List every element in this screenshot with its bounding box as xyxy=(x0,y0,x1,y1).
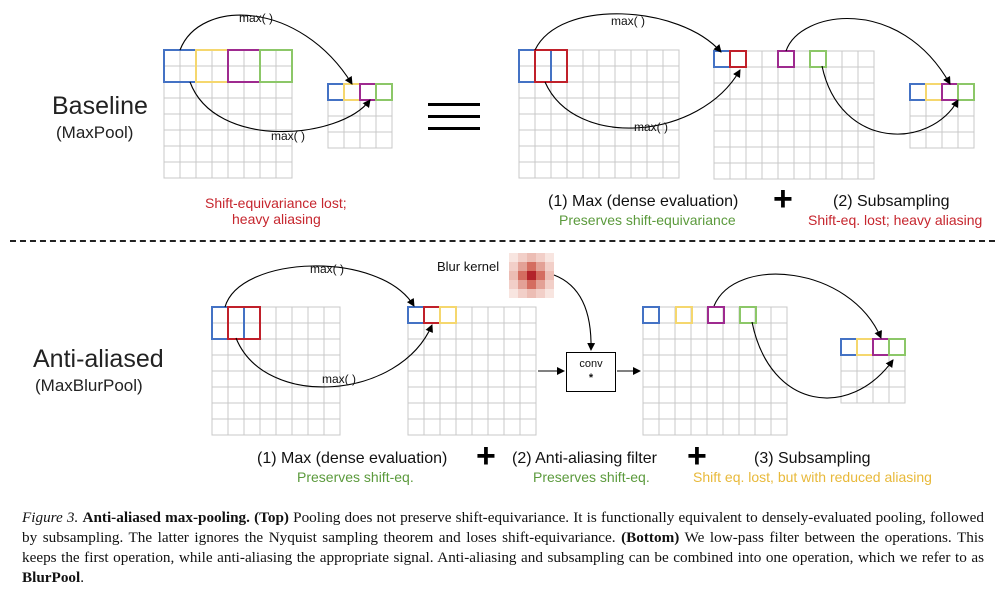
caption-text-1: Pooling does not preserve shift-equivari… xyxy=(22,509,985,546)
bottom-stage2-label: (2) Anti-aliasing filter xyxy=(512,450,657,467)
caption-end: . xyxy=(80,569,85,586)
grid-blurred-bottom xyxy=(642,306,788,436)
grid-dense-output-top xyxy=(713,50,875,180)
dense-out-red xyxy=(729,50,747,68)
max-label-3: max( ) xyxy=(611,14,645,28)
bottom-stage3-label: (3) Subsampling xyxy=(754,450,871,467)
max-label-2: max( ) xyxy=(271,129,305,143)
blur-kernel-label: Blur kernel xyxy=(437,259,500,274)
conv-box: conv * xyxy=(566,352,616,392)
dense-window-red xyxy=(534,49,568,83)
blur-kernel-grid xyxy=(509,253,554,298)
kernel-cell xyxy=(536,253,545,262)
kernel-cell xyxy=(536,289,545,298)
grid-dense-input-top xyxy=(518,49,680,179)
blur-magenta xyxy=(707,306,725,324)
arrow-subsample-top-2 xyxy=(821,65,959,135)
kernel-cell xyxy=(509,253,518,262)
section-divider xyxy=(10,240,995,242)
arrow-max-top-1 xyxy=(179,14,353,85)
kernel-cell xyxy=(545,271,554,280)
max-label-1: max( ) xyxy=(239,11,273,25)
top-stage1-note: Preserves shift-equivariance xyxy=(559,212,736,228)
figure-diagram xyxy=(163,13,975,436)
top-plus: + xyxy=(773,180,793,218)
kernel-cell xyxy=(509,289,518,298)
bottom-stage1-label: (1) Max (dense evaluation) xyxy=(257,450,448,467)
arrow-max-top-2 xyxy=(189,81,371,133)
arrow-max-bottom-1 xyxy=(224,265,415,308)
anti-aliased-sub-label: (MaxBlurPool) xyxy=(35,376,143,395)
bottom-stage2-note: Preserves shift-eq. xyxy=(533,469,650,485)
arrow-subsample-bottom xyxy=(713,273,882,339)
out-green xyxy=(375,83,393,101)
arrow-max-top-4 xyxy=(544,69,741,129)
kernel-cell xyxy=(518,280,527,289)
caption-bottom-tag: (Bottom) xyxy=(621,529,680,546)
kernel-cell xyxy=(527,280,536,289)
baseline-sub-label: (MaxPool) xyxy=(56,123,134,142)
top-stage2-note: Shift-eq. lost; heavy aliasing xyxy=(808,212,983,228)
kernel-cell xyxy=(536,262,545,271)
caption-top-tag: (Top) xyxy=(254,509,289,526)
anti-aliased-label: Anti-aliased xyxy=(33,345,164,373)
arrow-max-bottom-2 xyxy=(235,324,433,388)
kernel-cell xyxy=(527,271,536,280)
top-stage2-label: (2) Subsampling xyxy=(833,193,950,210)
bottom-window-red xyxy=(227,306,261,340)
kernel-cell xyxy=(545,280,554,289)
sub-green xyxy=(957,83,975,101)
top-left-note-1: Shift-equivariance lost; xyxy=(205,195,347,211)
max-label-5: max( ) xyxy=(310,262,344,276)
kernel-cell xyxy=(527,262,536,271)
bsub-green xyxy=(888,338,906,356)
conv-label: conv xyxy=(579,358,603,370)
bottom-stage3-note: Shift eq. lost, but with reduced aliasin… xyxy=(693,469,932,485)
caption-blurpool: BlurPool xyxy=(22,569,81,586)
kernel-cell xyxy=(509,280,518,289)
bottom-plus-2: + xyxy=(687,437,707,475)
bottom-plus-1: + xyxy=(476,437,496,475)
caption-title: Anti-aliased max-pooling. xyxy=(82,509,250,526)
conv-operator: * xyxy=(588,372,594,384)
blur-yellow xyxy=(675,306,693,324)
kernel-cell xyxy=(536,271,545,280)
grid-input-bottom xyxy=(211,306,341,436)
bottom-dense-yellow xyxy=(439,306,457,324)
kernel-cell xyxy=(536,280,545,289)
blur-green xyxy=(739,306,757,324)
kernel-cell xyxy=(518,253,527,262)
caption-text-2: We low-pass filter between the operation… xyxy=(22,529,984,566)
kernel-cell xyxy=(545,253,554,262)
grid-subsampled-top xyxy=(909,83,975,149)
kernel-cell xyxy=(545,262,554,271)
baseline-label: Baseline xyxy=(52,92,148,120)
kernel-cell xyxy=(545,289,554,298)
grid-dense-bottom xyxy=(407,306,537,436)
bottom-stage1-note: Preserves shift-eq. xyxy=(297,469,414,485)
top-stage1-label: (1) Max (dense evaluation) xyxy=(548,193,739,210)
kernel-cell xyxy=(509,271,518,280)
figure-caption: Figure 3. Anti-aliased max-pooling. (Top… xyxy=(22,508,984,588)
kernel-cell xyxy=(527,289,536,298)
kernel-cell xyxy=(527,253,536,262)
max-label-4: max( ) xyxy=(634,120,668,134)
arrow-subsample-bottom-2 xyxy=(751,321,894,399)
arrow-subsample-top xyxy=(785,18,951,85)
grid-input-top xyxy=(163,49,293,179)
kernel-cell xyxy=(518,262,527,271)
arrow-kernel-conv xyxy=(553,274,596,351)
kernel-cell xyxy=(518,271,527,280)
equivalence-symbol xyxy=(428,103,480,130)
window-green xyxy=(259,49,293,83)
arrow-max-top-3 xyxy=(534,13,722,53)
kernel-cell xyxy=(518,289,527,298)
max-label-6: max( ) xyxy=(322,372,356,386)
caption-fig-number: Figure 3. xyxy=(22,509,79,526)
dense-out-green xyxy=(809,50,827,68)
kernel-cell xyxy=(509,262,518,271)
top-left-note-2: heavy aliasing xyxy=(232,211,321,227)
blur-blue xyxy=(642,306,660,324)
